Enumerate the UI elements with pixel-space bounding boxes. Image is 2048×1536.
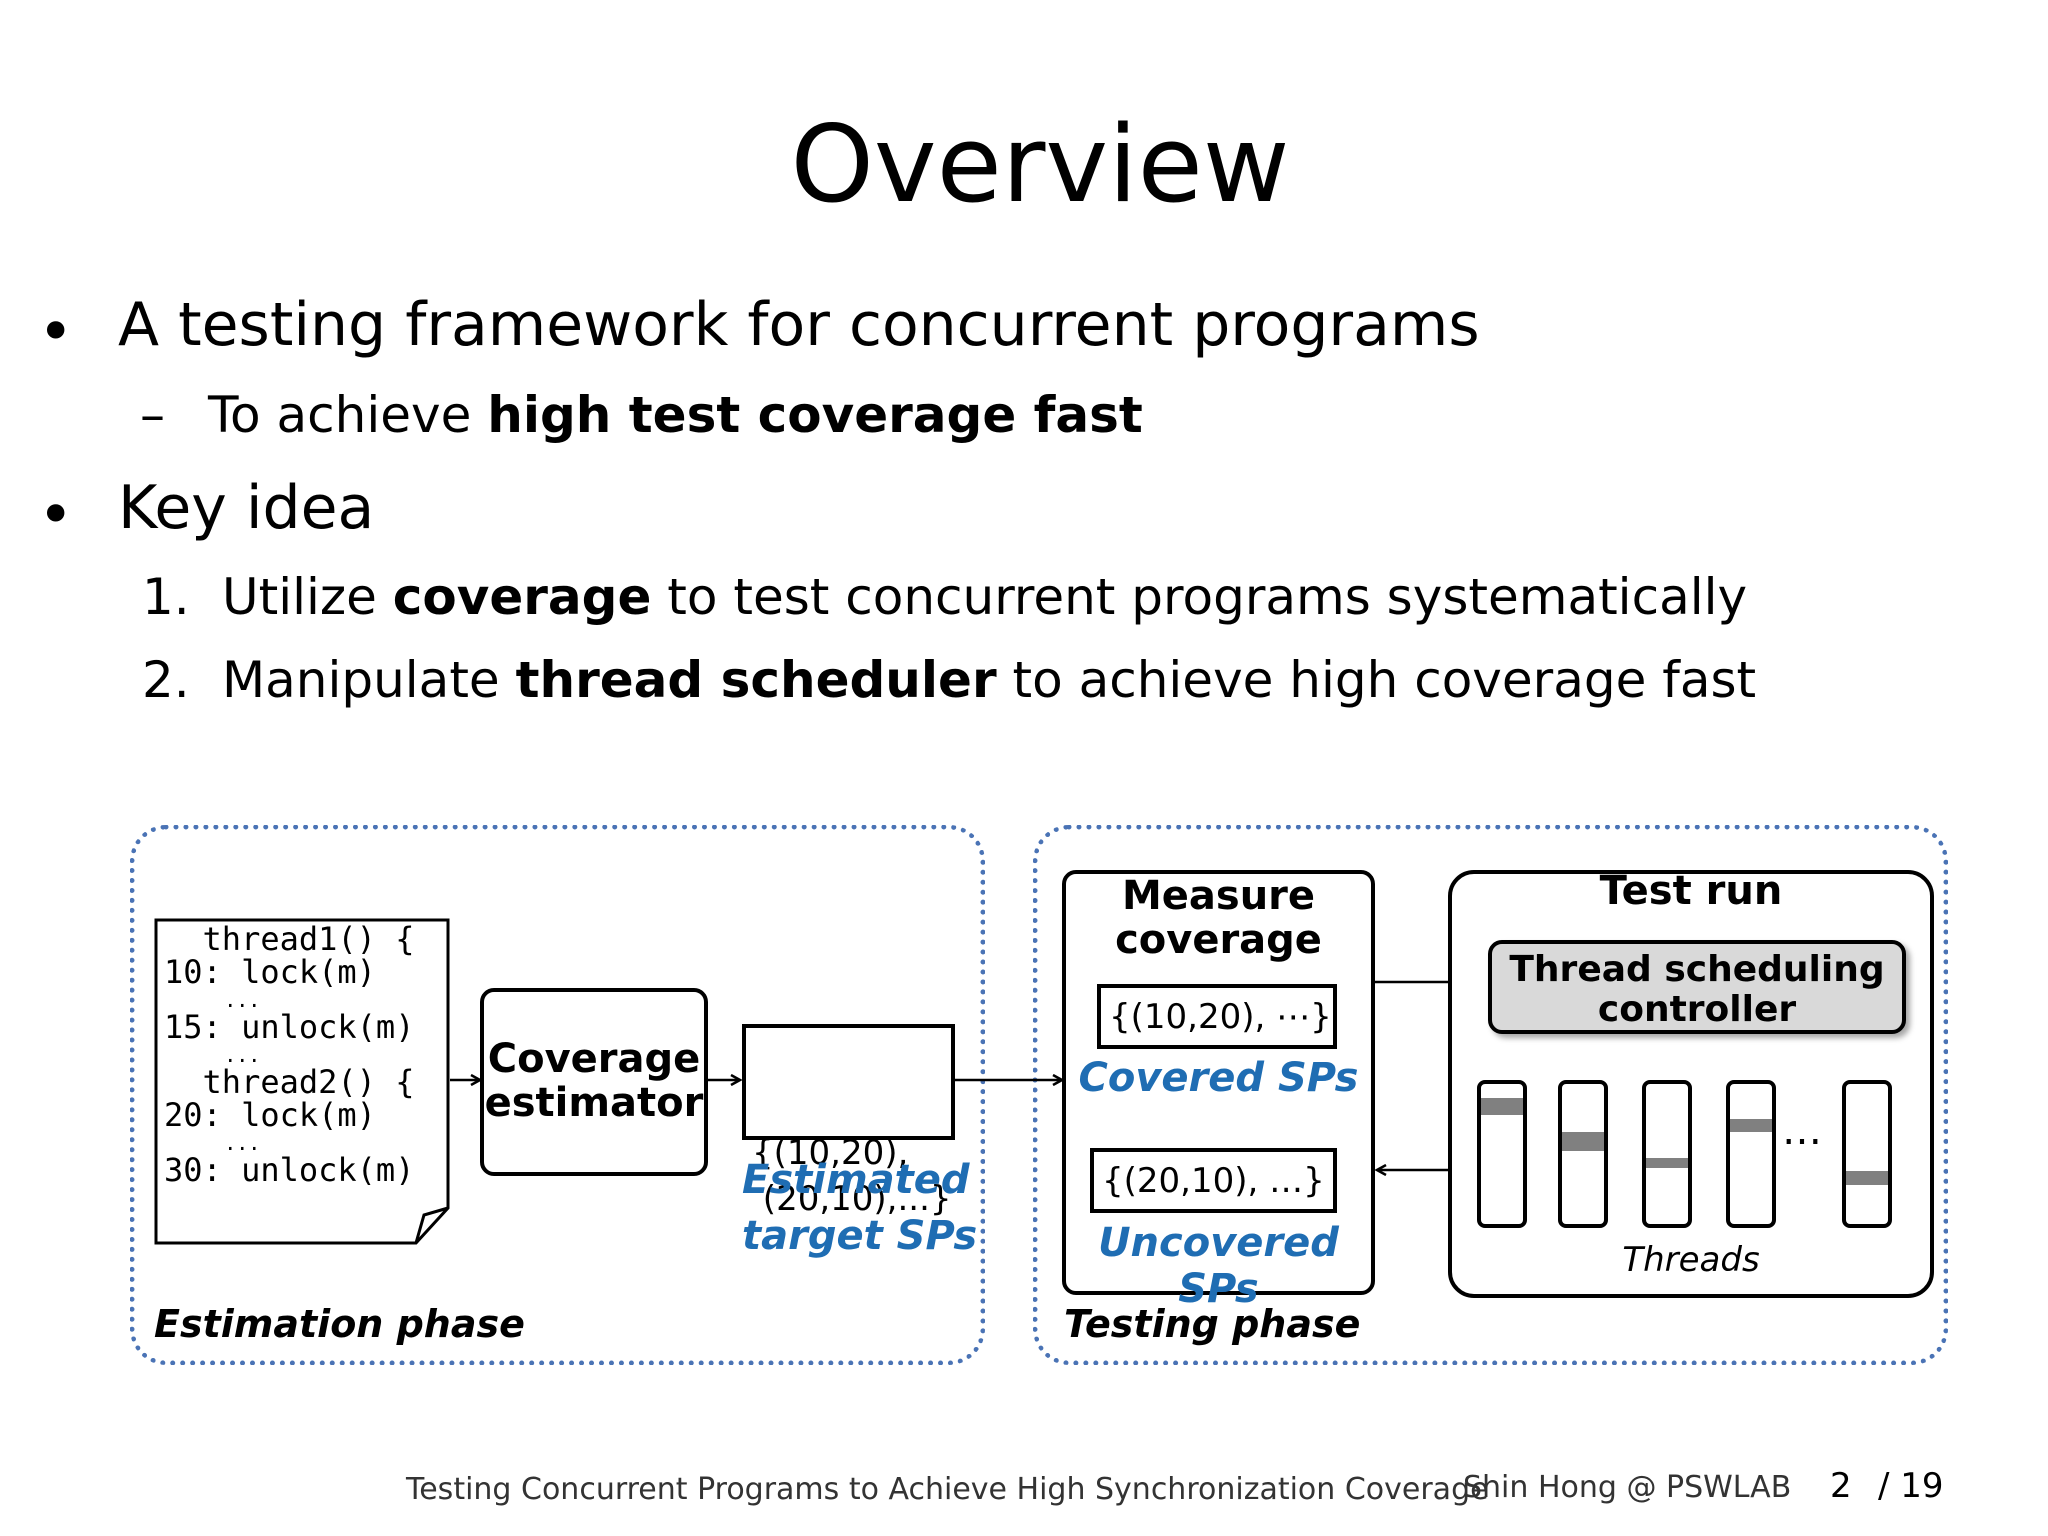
threads-ellipsis: … <box>1782 1108 1824 1154</box>
threads-label: Threads <box>1622 1240 1760 1280</box>
bullet-marker: • <box>38 297 74 367</box>
bullet-key-idea: Key idea <box>118 473 375 543</box>
item-number-1: 1. <box>142 568 190 626</box>
bullet-framework: A testing framework for concurrent progr… <box>118 290 1480 360</box>
thread-mark <box>1646 1158 1688 1168</box>
thread-mark <box>1730 1119 1772 1132</box>
testing-phase-label: Testing phase <box>1064 1302 1361 1346</box>
estimation-phase-region <box>130 825 985 1365</box>
uncovered-sps-label: Uncovered SPs <box>1098 1220 1339 1312</box>
thread-bar <box>1642 1080 1692 1228</box>
thread-bar <box>1477 1080 1527 1228</box>
item-number-2: 2. <box>142 651 190 709</box>
footer-paper-title: Testing Concurrent Programs to Achieve H… <box>406 1472 1489 1507</box>
code-document-shape <box>154 918 450 1245</box>
thread-mark <box>1562 1131 1604 1152</box>
code-listing: thread1() {10: lock(m) ...15: unlock(m) … <box>164 920 415 1189</box>
thread-bar <box>1842 1080 1892 1228</box>
page-total: / 19 <box>1878 1466 1944 1506</box>
bullet-marker: • <box>38 480 74 550</box>
thread-bar <box>1558 1080 1608 1228</box>
covered-sps-box: {(10,20), ⋯} <box>1097 984 1337 1049</box>
measure-coverage-box <box>1062 870 1375 1295</box>
target-sps-box: {(10,20), (20,10),...} <box>742 1024 955 1219</box>
testing-phase-region <box>1033 825 1948 1365</box>
thread-mark <box>1846 1170 1888 1185</box>
sub-dash: – <box>140 386 165 444</box>
uncovered-sps-box: {(20,10), …} <box>1090 1148 1337 1213</box>
thread-bar <box>1726 1080 1776 1228</box>
item-2: Manipulate thread scheduler to achieve h… <box>222 651 1757 709</box>
estimation-phase-label: Estimation phase <box>154 1302 525 1346</box>
item-1: Utilize coverage to test concurrent prog… <box>222 568 1748 626</box>
thread-mark <box>1481 1098 1523 1115</box>
footer-author: Shin Hong @ PSWLAB <box>1463 1470 1792 1505</box>
sub-bullet-goal: To achieve high test coverage fast <box>208 386 1143 444</box>
test-run-title: Test run <box>1599 868 1783 914</box>
page-number: 2 <box>1830 1466 1852 1506</box>
slide-title: Overview <box>790 103 1290 226</box>
covered-sps-label: Covered SPs <box>1078 1055 1359 1101</box>
